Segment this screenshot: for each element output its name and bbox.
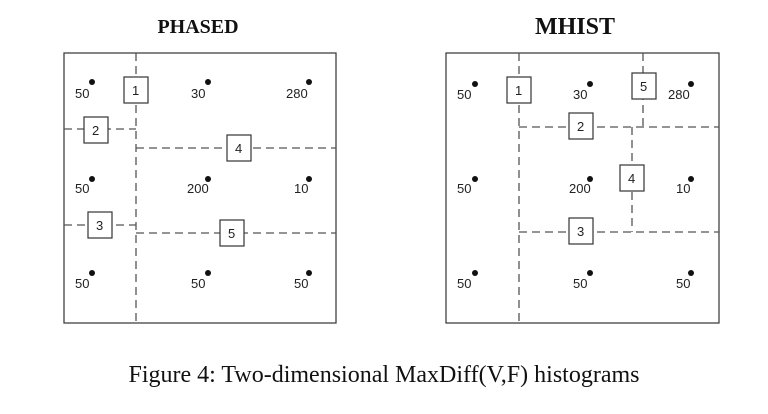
data-point — [205, 79, 211, 85]
phased-bucket-box-1 — [123, 76, 149, 104]
phased-count-r2c2: 200 — [187, 181, 209, 196]
phased-bucket-box-2 — [83, 116, 109, 144]
mhist-bucket-label-3: 3 — [577, 224, 584, 239]
data-point — [587, 270, 593, 276]
mhist-frame — [445, 52, 720, 324]
phased-count-r1c3: 280 — [286, 86, 308, 101]
phased-panel-title: PHASED — [157, 16, 239, 38]
mhist-count-r3c1: 50 — [457, 276, 471, 291]
mhist-bucket-box-2 — [568, 112, 594, 140]
data-point — [89, 176, 95, 182]
phased-count-r2c1: 50 — [75, 181, 89, 196]
phased-panel: 50 30 280 50 200 10 50 50 50 1 2 3 4 5 — [63, 52, 337, 324]
phased-bucket-box-3 — [87, 211, 113, 239]
data-point — [587, 176, 593, 182]
mhist-count-r1c2: 30 — [573, 87, 587, 102]
phased-count-r2c3: 10 — [294, 181, 308, 196]
phased-bucket-box-4 — [226, 134, 252, 162]
data-point — [472, 270, 478, 276]
data-point — [688, 81, 694, 87]
mhist-count-r1c3: 280 — [668, 87, 690, 102]
mhist-bucket-label-4: 4 — [628, 171, 635, 186]
phased-count-r3c3: 50 — [294, 276, 308, 291]
mhist-bucket-label-5: 5 — [640, 79, 647, 94]
mhist-bucket-box-5 — [631, 72, 657, 100]
data-point — [89, 79, 95, 85]
mhist-panel-title: MHIST — [534, 14, 615, 40]
mhist-count-r2c2: 200 — [569, 181, 591, 196]
data-point — [205, 176, 211, 182]
phased-bucket-label-3: 3 — [96, 218, 103, 233]
phased-bucket-label-2: 2 — [92, 123, 99, 138]
data-point — [688, 176, 694, 182]
phased-bucket-label-4: 4 — [235, 141, 242, 156]
mhist-bucket-label-1: 1 — [515, 83, 522, 98]
mhist-bucket-label-2: 2 — [577, 119, 584, 134]
data-point — [587, 81, 593, 87]
mhist-count-r3c2: 50 — [573, 276, 587, 291]
phased-count-r3c2: 50 — [191, 276, 205, 291]
data-point — [306, 79, 312, 85]
data-point — [688, 270, 694, 276]
data-point — [472, 176, 478, 182]
data-point — [306, 176, 312, 182]
mhist-bucket-box-4 — [619, 164, 645, 192]
phased-bucket-label-1: 1 — [132, 83, 139, 98]
mhist-panel: 50 30 280 50 200 10 50 50 50 1 2 3 4 5 — [445, 52, 720, 324]
phased-frame — [63, 52, 337, 324]
phased-bucket-box-5 — [219, 219, 245, 247]
phased-bucket-label-5: 5 — [228, 226, 235, 241]
data-point — [89, 270, 95, 276]
data-point — [306, 270, 312, 276]
mhist-count-r3c3: 50 — [676, 276, 690, 291]
mhist-count-r2c3: 10 — [676, 181, 690, 196]
mhist-bucket-box-3 — [568, 217, 594, 245]
phased-count-r1c1: 50 — [75, 86, 89, 101]
mhist-bucket-box-1 — [506, 76, 532, 104]
figure-caption: Figure 4: Two-dimensional MaxDiff(V,F) h… — [128, 362, 640, 388]
phased-count-r1c2: 30 — [191, 86, 205, 101]
mhist-count-r1c1: 50 — [457, 87, 471, 102]
data-point — [205, 270, 211, 276]
phased-count-r3c1: 50 — [75, 276, 89, 291]
mhist-count-r2c1: 50 — [457, 181, 471, 196]
data-point — [472, 81, 478, 87]
